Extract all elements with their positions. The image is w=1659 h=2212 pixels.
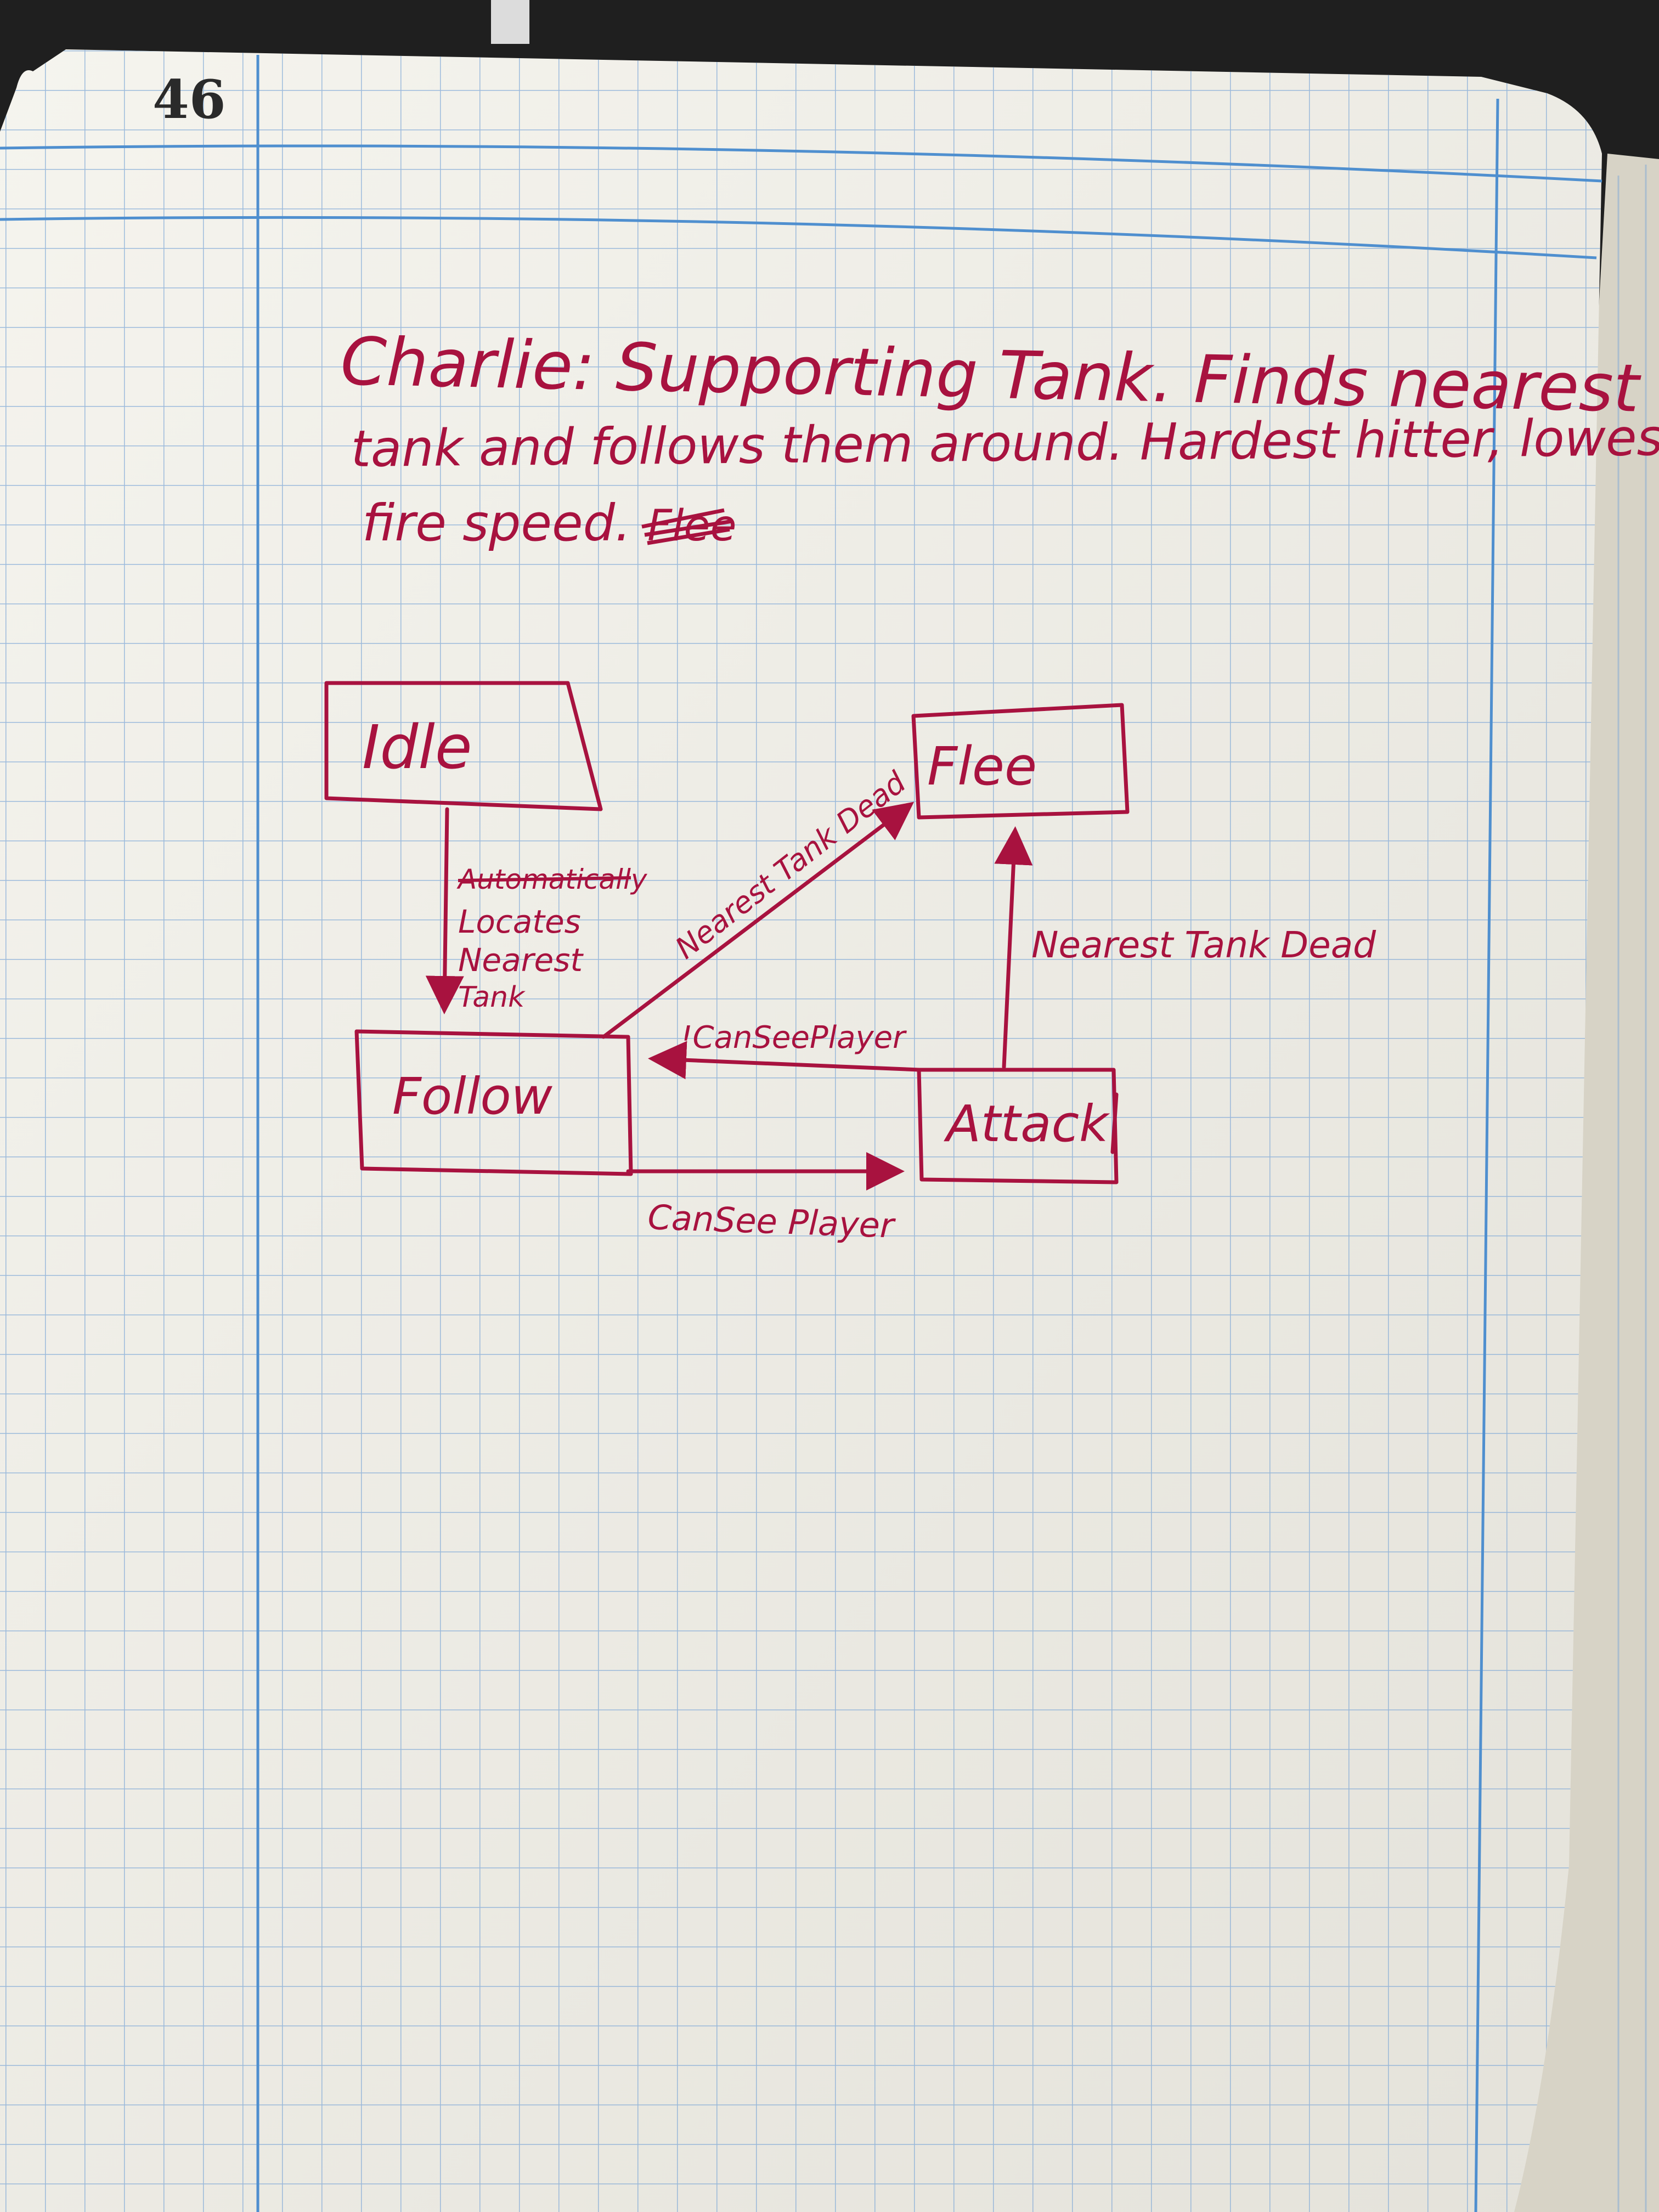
label-idle-to-follow-line2: Nearest [458,941,584,979]
state-box-idle [324,681,603,811]
state-label-attack: Attack [944,1094,1110,1153]
strike-through-automatically [458,876,631,882]
notes: Charlie: Supporting Tank. Finds nearest … [340,324,1659,552]
arrow-attack-to-follow [648,1041,921,1080]
page-number: 46 [153,69,226,131]
label-idle-to-follow-line3: Tank [458,981,526,1014]
state-labels: Idle Flee Follow Attack [362,712,1110,1153]
arrow-follow-to-flee [601,802,915,1039]
back-page-grid [1617,165,1647,2212]
label-attack-to-flee: Nearest Tank Dead [1031,924,1376,966]
state-label-follow: Follow [392,1067,553,1126]
page-rules [0,55,1602,2212]
arrow-idle-to-follow [425,807,464,1014]
label-attack-to-follow: !CanSeePlayer [680,1020,907,1056]
page-grid [0,49,1602,2212]
note-line-3: fire speed. [362,494,631,552]
attack-box-double-line [1110,1092,1119,1154]
state-box-attack [917,1068,1119,1184]
state-label-flee: Flee [927,736,1037,797]
note-line-2: tank and follows them around. Hardest hi… [351,408,1659,478]
state-box-flee [911,703,1130,820]
label-idle-to-follow-line1: Locates [458,903,581,940]
strike-through-scribble [641,508,733,545]
bookmark-ribbon [491,0,529,44]
state-box-follow [354,1029,633,1176]
label-follow-to-attack: CanSee Player [647,1197,896,1246]
state-label-idle: Idle [362,712,472,782]
arrow-attack-to-flee [994,826,1033,1069]
state-diagram [324,681,1130,1190]
